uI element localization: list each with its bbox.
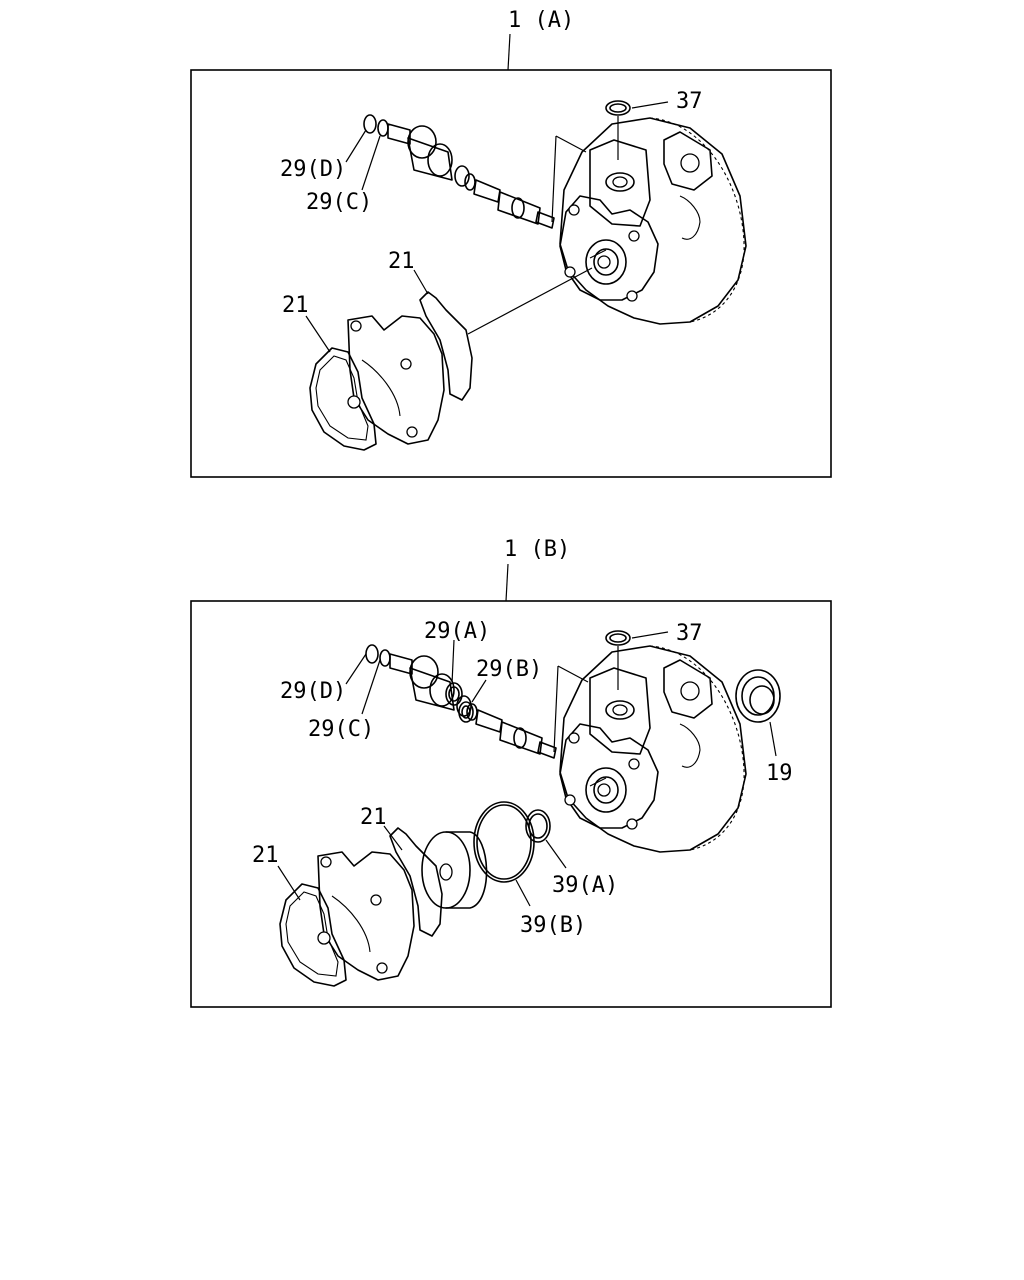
oil-seal-19	[735, 669, 781, 723]
panel-b: 1 (B)	[190, 537, 832, 1008]
label-21-right-b: 21	[360, 805, 387, 830]
seal-29b	[458, 701, 474, 723]
end-cover	[279, 827, 443, 987]
panel-b-title-leader	[505, 563, 509, 602]
label-29c: 29(C)	[306, 190, 372, 215]
leader-29b	[471, 679, 487, 703]
ring-37	[605, 630, 631, 646]
leader-29d	[345, 129, 367, 163]
leader-39b	[515, 879, 531, 907]
panel-a-title: 1 (A)	[508, 8, 574, 33]
label-21-left-b: 21	[252, 843, 279, 868]
cover-to-housing-axis	[467, 267, 593, 335]
panel-b-frame	[190, 600, 832, 1008]
label-29d-b: 29(D)	[280, 679, 346, 704]
label-19: 19	[766, 761, 793, 786]
label-21-left: 21	[282, 293, 309, 318]
label-37b: 37	[676, 621, 703, 646]
oring-39b	[473, 801, 535, 883]
leader-29c	[361, 135, 381, 191]
leader-21-left-b	[277, 865, 301, 901]
panel-a-title-leader	[507, 33, 511, 71]
pump-housing	[559, 117, 747, 325]
label-29c-b: 29(C)	[308, 717, 374, 742]
panel-a: 1 (A) 37 29(D) 29(C) 21 21	[190, 8, 832, 478]
pump-housing	[559, 645, 747, 853]
leader-29c-b	[361, 659, 381, 715]
leader-39a	[545, 839, 567, 869]
label-39b: 39(B)	[520, 913, 586, 938]
leader-37	[631, 101, 669, 109]
leader-21-left	[305, 315, 331, 353]
leader-21-right-b	[383, 825, 403, 851]
label-29d: 29(D)	[280, 157, 346, 182]
leader-29d-b	[345, 653, 367, 685]
label-39a: 39(A)	[552, 873, 618, 898]
oring-39a	[525, 809, 551, 843]
leader-37b	[631, 631, 669, 639]
label-37: 37	[676, 89, 703, 114]
label-29a: 29(A)	[424, 619, 490, 644]
leader-19	[769, 721, 777, 757]
seal-29a	[445, 682, 463, 706]
leader-29a	[451, 639, 455, 685]
label-29b: 29(B)	[476, 657, 542, 682]
valve-assembly	[363, 114, 587, 229]
leader-21-right	[413, 269, 429, 295]
label-21-right: 21	[388, 249, 415, 274]
adapter-disc	[421, 831, 488, 909]
panel-b-title: 1 (B)	[504, 537, 570, 562]
end-cover	[309, 291, 473, 451]
panel-a-frame	[190, 69, 832, 478]
ring-37	[605, 100, 631, 116]
